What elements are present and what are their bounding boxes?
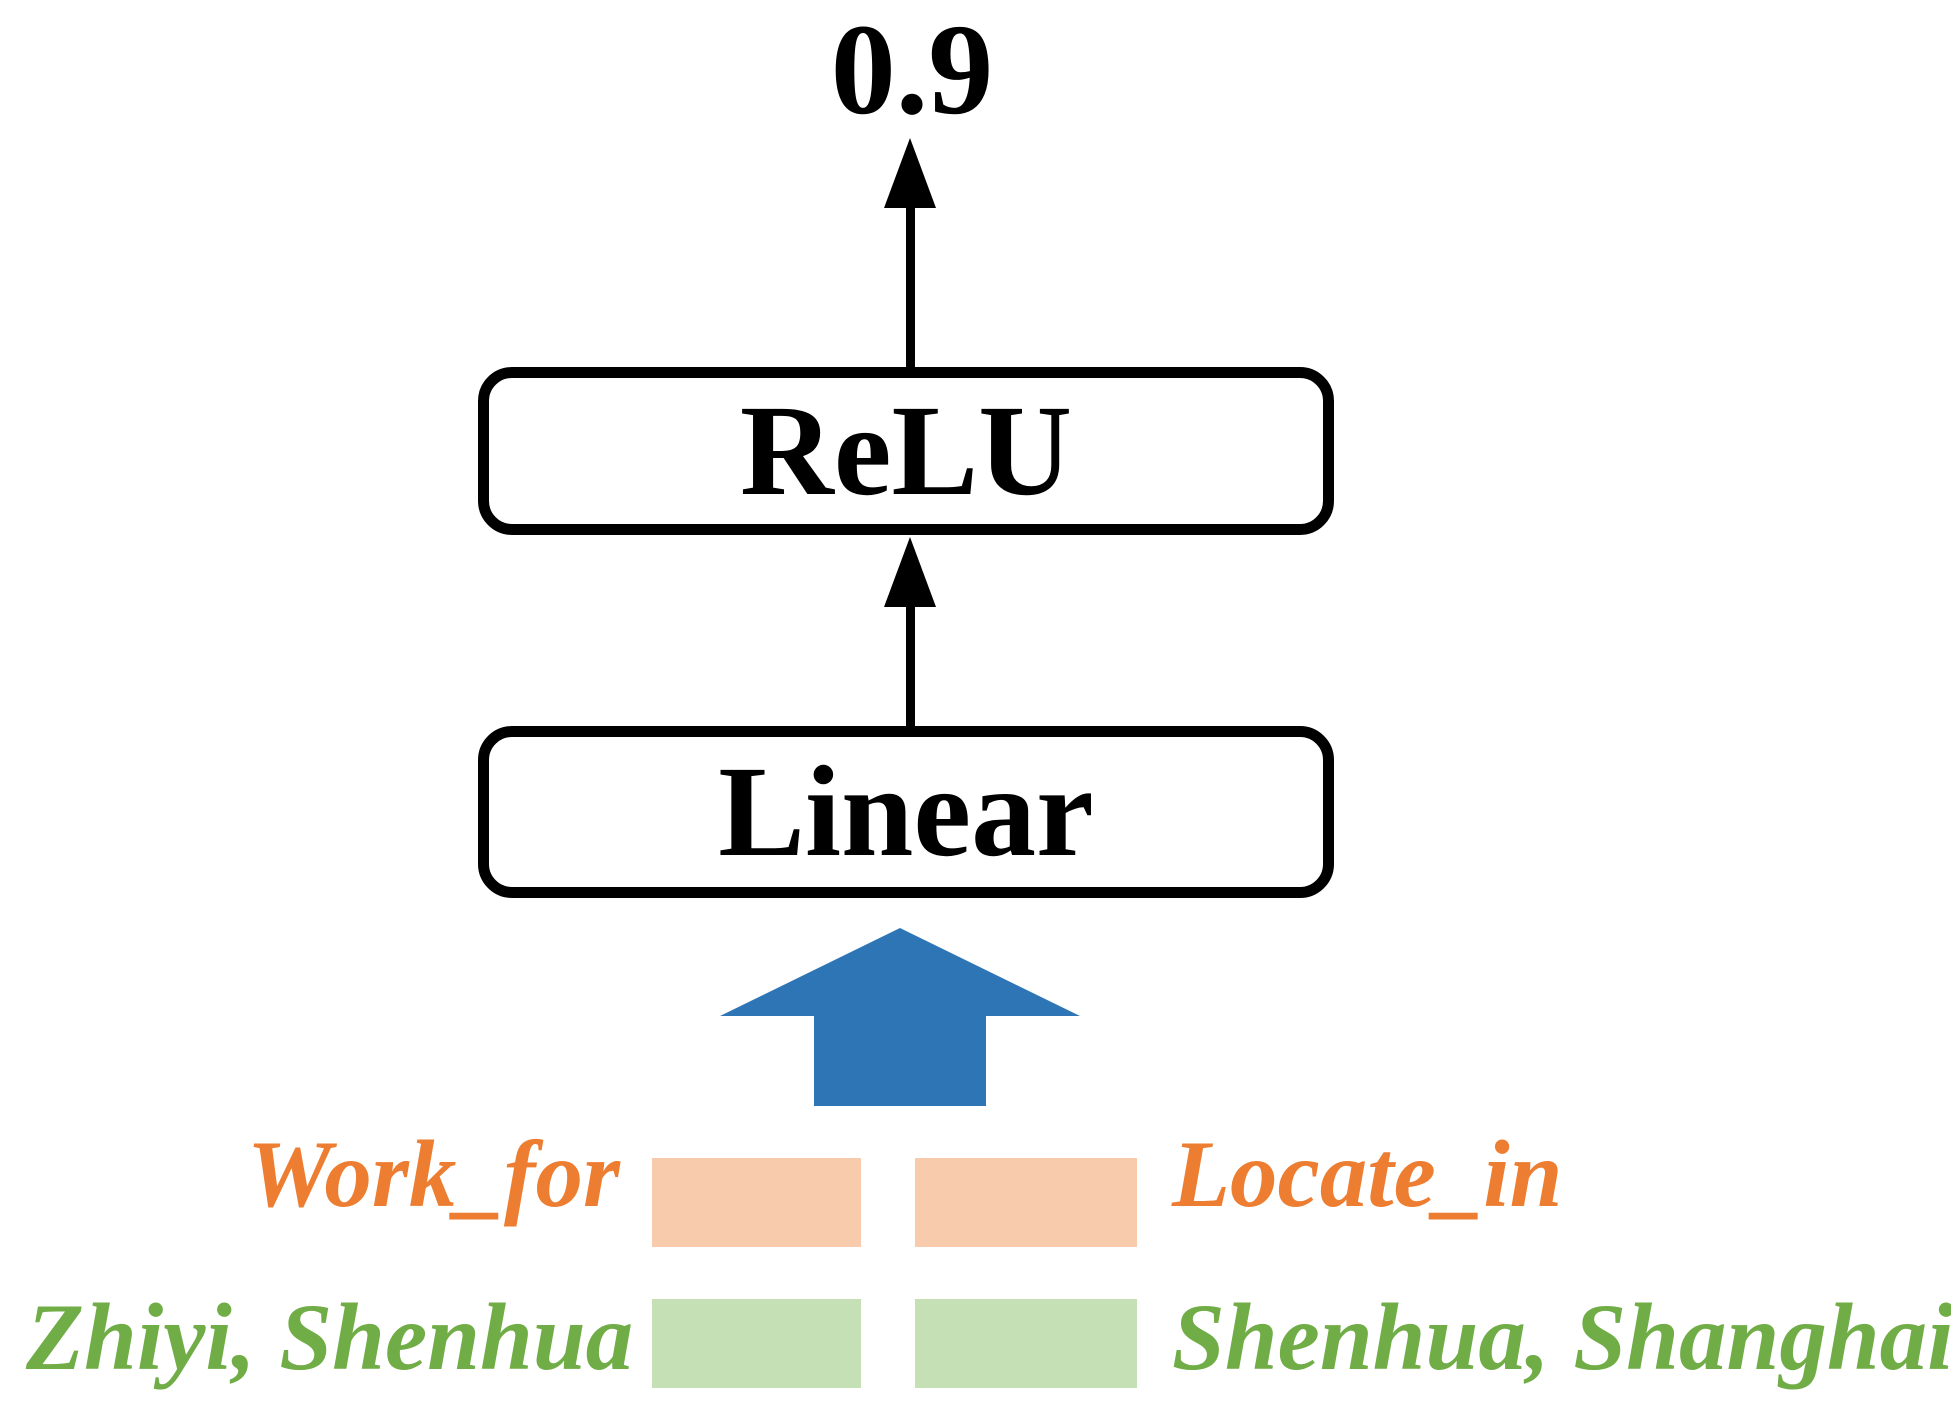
block-up-arrow-icon [720,928,1080,1106]
up-arrow-icon [884,138,936,208]
relation-label-right: Locate_in [1172,1121,1563,1227]
entity-label-right: Shenhua, Shanghai [1172,1284,1951,1390]
relu-layer-box: ReLU [478,367,1334,535]
relu-layer-label: ReLU [739,379,1073,523]
entity-label-left: Zhiyi, Shenhua [26,1284,634,1390]
linear-layer-box: Linear [478,726,1334,898]
output-score: 0.9 [830,0,994,142]
entity-embedding-chip [915,1299,1137,1388]
relation-embedding-chip [652,1158,861,1247]
up-arrow-shaft [906,600,915,726]
relation-embedding-chip [915,1158,1137,1247]
up-arrow-shaft [906,200,915,367]
up-arrow-icon [884,537,936,607]
entity-embedding-chip [652,1299,861,1388]
linear-layer-label: Linear [718,740,1094,884]
relation-label-left: Work_for [247,1121,620,1227]
